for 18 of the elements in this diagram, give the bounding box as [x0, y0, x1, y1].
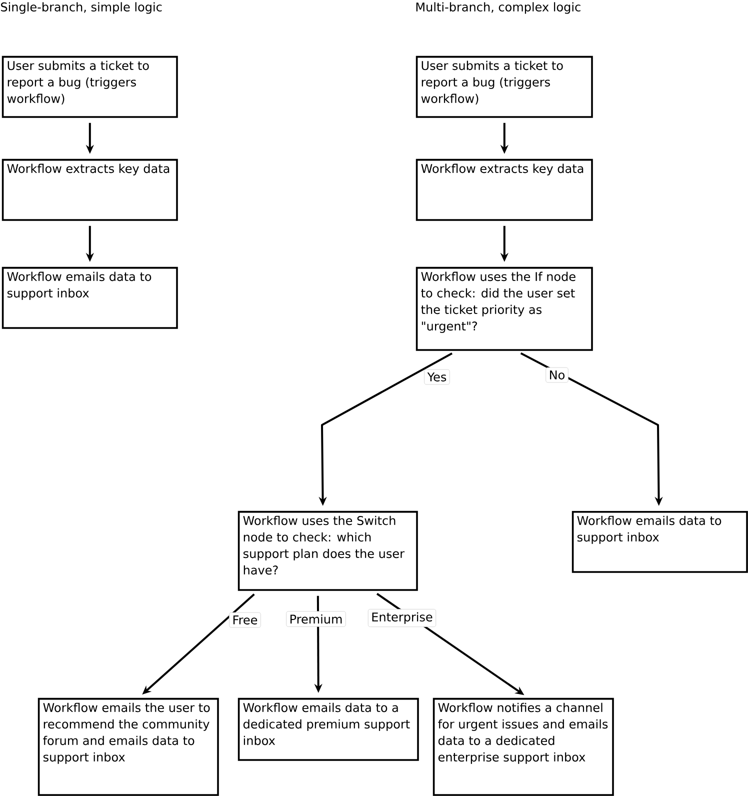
process-box: Workflow uses the If node to check: did the user set the ticket priority as "urgent"?: [416, 266, 593, 351]
process-box: Workflow extracts key data: [2, 158, 178, 221]
process-box: Workflow notifies a channel for urgent issues and emails data to a dedicated enterprise support inbox: [432, 698, 614, 796]
process-box: Workflow emails the user to recommend the community forum and emails data to support inbox: [38, 698, 219, 796]
process-box: Workflow extracts key data: [416, 158, 593, 221]
edge-label: Free: [229, 612, 261, 628]
process-box: Workflow emails data to a dedicated premium support inbox: [238, 698, 419, 761]
process-box: Workflow emails data to support inbox: [2, 266, 178, 329]
heading: Multi-branch, complex logic: [416, 2, 580, 14]
heading: Single-branch, simple logic: [0, 2, 162, 14]
process-box: Workflow uses the Switch node to check: which support plan does the user have?: [238, 510, 418, 591]
process-box: Workflow emails data to support inbox: [572, 510, 748, 573]
edge-label: Yes: [424, 369, 450, 385]
edge-label: Premium: [286, 611, 346, 627]
process-box: User submits a ticket to report a bug (triggers workflow): [416, 56, 593, 118]
edge-label: Enterprise: [368, 609, 436, 628]
edge-label: No: [546, 367, 568, 383]
process-box: User submits a ticket to report a bug (triggers workflow): [2, 56, 178, 118]
